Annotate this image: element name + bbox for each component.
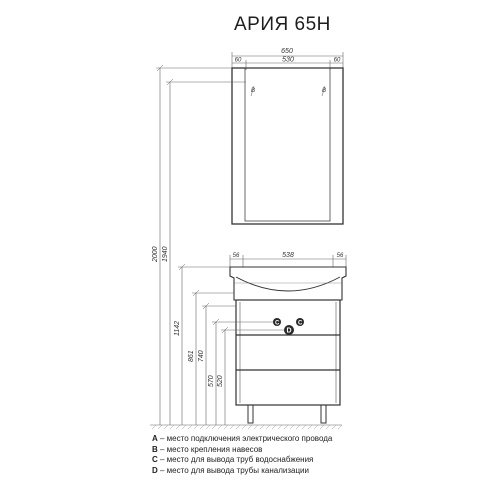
height-1142: 1142 <box>174 321 181 336</box>
mirror-cabinet <box>231 67 344 225</box>
floor-hatching <box>151 424 343 430</box>
height-2000: 2000 <box>152 246 159 263</box>
height-1940: 1940 <box>162 246 169 262</box>
mirror-hanger-left-label: B <box>251 88 255 94</box>
mirror-right-margin: 60 <box>334 58 341 64</box>
page-title: АРИЯ 65Н <box>234 14 331 35</box>
mirror-hanger-right-label: B <box>322 88 326 94</box>
mirror-hanger-right-mark <box>321 85 326 97</box>
mirror-hanger-left-mark <box>250 85 255 97</box>
legend-item-a: A – место подключения электрического про… <box>152 434 333 443</box>
mirror-overall-width: 650 <box>281 48 293 55</box>
vanity-cabinet <box>235 299 341 406</box>
legend-item-c: C – место для вывода труб водоснабжения <box>152 455 314 464</box>
legend-item-d: D – место для вывода трубы канализации <box>152 465 309 475</box>
connection-points <box>273 318 304 335</box>
legend: A – место подключения электрического про… <box>152 434 472 476</box>
height-dimension-hatching <box>156 64 229 334</box>
sewer-outlet-label: D <box>287 328 292 335</box>
water-supply-left-label: C <box>275 321 280 327</box>
basin-inner-width: 538 <box>282 252 294 259</box>
basin-dimensions <box>229 255 347 267</box>
legend-item-b: B – место крепления навесов <box>152 444 263 454</box>
basin-right-margin: 56 <box>337 253 344 259</box>
height-570: 570 <box>208 375 215 387</box>
mirror-inner-width: 530 <box>282 57 294 64</box>
mirror-left-margin: 60 <box>235 58 242 64</box>
height-740: 740 <box>198 350 205 362</box>
height-861: 861 <box>188 350 195 362</box>
height-dimension-lines <box>150 67 342 426</box>
wash-basin <box>229 266 347 301</box>
water-supply-right-label: C <box>298 321 303 327</box>
height-520: 520 <box>217 375 224 387</box>
mirror-dimensions <box>231 52 344 70</box>
cabinet-legs <box>247 404 327 424</box>
basin-left-margin: 56 <box>233 253 240 259</box>
